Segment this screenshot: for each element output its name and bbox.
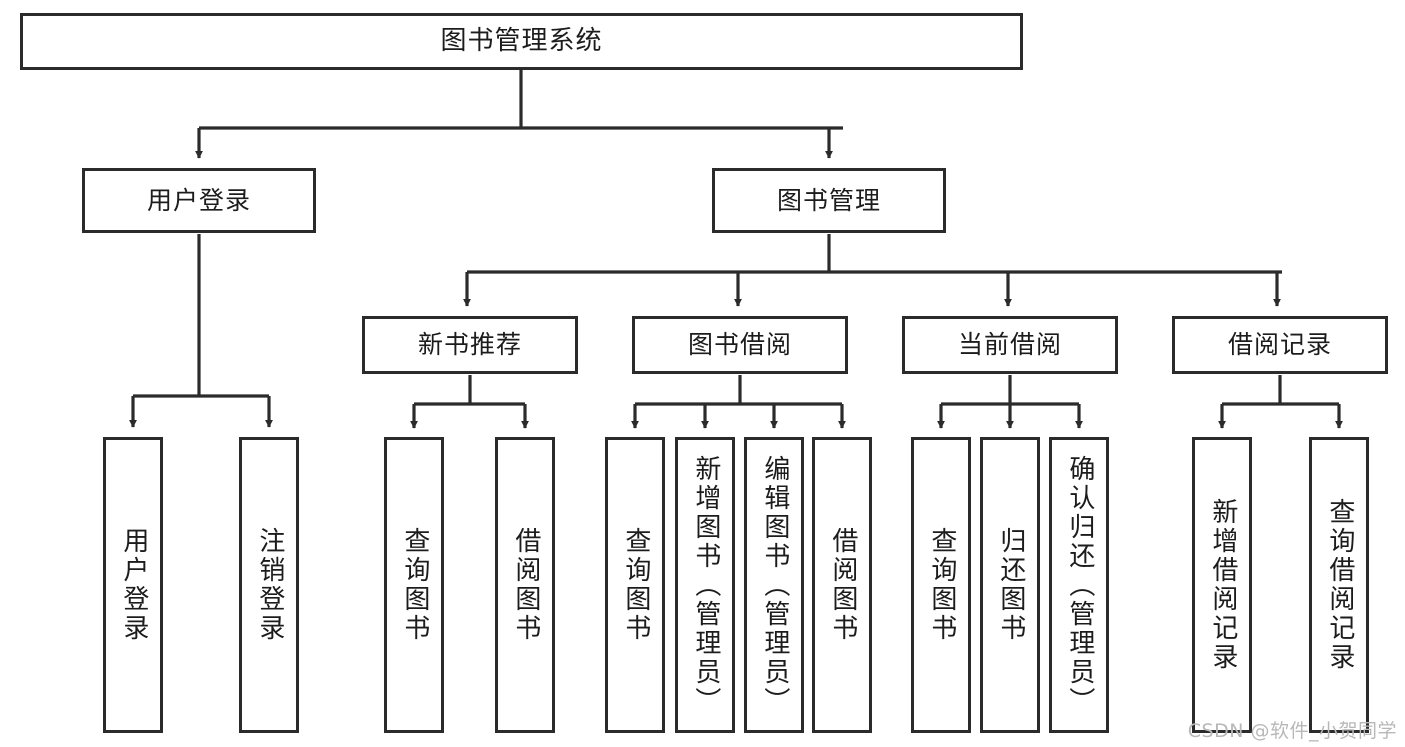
leaf-book-borrow-borrow[interactable]: 借阅图书 bbox=[812, 437, 872, 733]
leaf-new-book-query[interactable]: 查询图书 bbox=[384, 437, 444, 733]
node-new-book-recommend[interactable]: 新书推荐 bbox=[362, 316, 578, 374]
node-label: 确认归还（管理员） bbox=[1064, 454, 1095, 716]
node-label: 查询图书 bbox=[399, 527, 430, 643]
node-book-borrow[interactable]: 图书借阅 bbox=[632, 316, 848, 374]
node-label: 用户登录 bbox=[118, 527, 149, 643]
node-label: 新增借阅记录 bbox=[1207, 498, 1238, 672]
node-label: 编辑图书（管理员） bbox=[759, 454, 790, 716]
node-label: 注销登录 bbox=[254, 527, 285, 643]
node-label: 查询图书 bbox=[926, 527, 957, 643]
leaf-borrow-record-add[interactable]: 新增借阅记录 bbox=[1192, 437, 1252, 733]
node-label: 新书推荐 bbox=[417, 330, 522, 360]
node-label: 用户登录 bbox=[146, 185, 251, 215]
node-user-login[interactable]: 用户登录 bbox=[82, 168, 316, 233]
leaf-current-borrow-confirm-return[interactable]: 确认归还（管理员） bbox=[1049, 437, 1109, 733]
leaf-user-login-login[interactable]: 用户登录 bbox=[103, 437, 163, 733]
leaf-current-borrow-return[interactable]: 归还图书 bbox=[980, 437, 1040, 733]
node-label: 借阅图书 bbox=[827, 527, 858, 643]
node-label: 借阅记录 bbox=[1227, 330, 1332, 360]
leaf-new-book-borrow[interactable]: 借阅图书 bbox=[495, 437, 555, 733]
watermark: CSDN @软件_小贺同学 bbox=[1187, 720, 1397, 742]
node-label: 查询借阅记录 bbox=[1324, 498, 1355, 672]
leaf-borrow-record-query[interactable]: 查询借阅记录 bbox=[1309, 437, 1369, 733]
node-label: 归还图书 bbox=[995, 527, 1026, 643]
node-label: 当前借阅 bbox=[957, 330, 1062, 360]
leaf-book-borrow-query[interactable]: 查询图书 bbox=[605, 437, 665, 733]
node-label: 图书借阅 bbox=[687, 330, 792, 360]
node-current-borrow[interactable]: 当前借阅 bbox=[902, 316, 1118, 374]
node-book-manage[interactable]: 图书管理 bbox=[712, 168, 946, 233]
node-label: 借阅图书 bbox=[510, 527, 541, 643]
node-root-system[interactable]: 图书管理系统 bbox=[20, 13, 1023, 70]
node-borrow-record[interactable]: 借阅记录 bbox=[1172, 316, 1388, 374]
node-label: 图书管理 bbox=[776, 185, 881, 215]
node-label: 图书管理系统 bbox=[440, 26, 603, 57]
node-label: 查询图书 bbox=[620, 527, 651, 643]
leaf-current-borrow-query[interactable]: 查询图书 bbox=[911, 437, 971, 733]
leaf-book-borrow-edit[interactable]: 编辑图书（管理员） bbox=[744, 437, 804, 733]
node-label: 新增图书（管理员） bbox=[690, 454, 721, 716]
leaf-user-login-logout[interactable]: 注销登录 bbox=[239, 437, 299, 733]
leaf-book-borrow-add[interactable]: 新增图书（管理员） bbox=[675, 437, 735, 733]
